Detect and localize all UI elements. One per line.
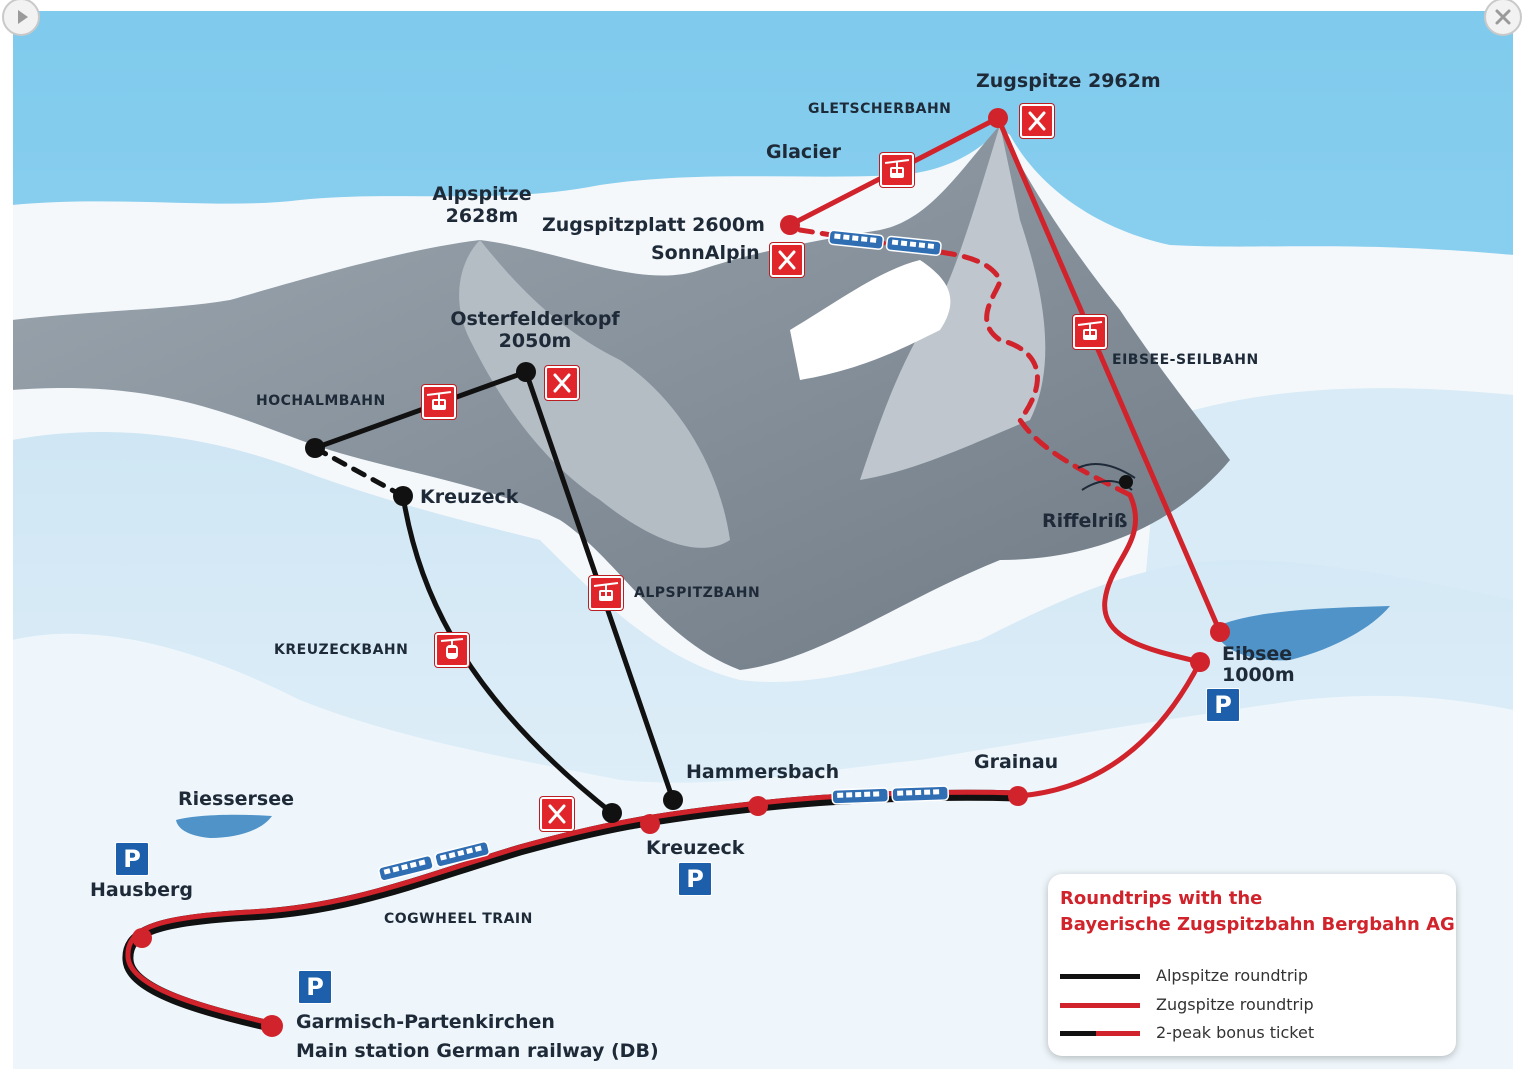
legend-swatch-split <box>1060 1031 1140 1036</box>
label-glacier: Glacier <box>766 141 841 163</box>
legend-title-line1: Roundtrips with the <box>1060 888 1263 909</box>
parking-icon[interactable]: P <box>298 970 332 1004</box>
tunnel-portal-icon <box>1077 463 1136 491</box>
cable-car-icon[interactable] <box>589 576 623 610</box>
station-eibsee-upper[interactable] <box>1210 622 1230 642</box>
label-garmisch-line2: Main station German railway (DB) <box>296 1040 659 1062</box>
eibsee-lake <box>1220 606 1390 661</box>
parking-icon[interactable]: P <box>1206 688 1240 722</box>
label-cogwheel-train: COGWHEEL TRAIN <box>384 911 533 927</box>
label-osterfelderkopf: Osterfelderkopf 2050m <box>450 310 620 351</box>
restaurant-icon[interactable] <box>545 366 579 400</box>
label-hausberg: Hausberg <box>90 879 194 901</box>
station-alpspitzbahn-valley[interactable] <box>663 790 683 810</box>
cogwheel-upper-rail <box>1102 492 1203 665</box>
play-button[interactable] <box>2 0 40 36</box>
label-gletscherbahn: GLETSCHERBAHN <box>808 101 952 117</box>
glacier-snow <box>790 260 951 380</box>
label-hochalmbahn: HOCHALMBAHN <box>256 393 386 409</box>
close-button[interactable] <box>1484 0 1522 36</box>
cable-car-icon[interactable] <box>422 385 456 419</box>
parking-icon[interactable]: P <box>678 862 712 896</box>
label-riessersee: Riessersee <box>178 788 294 810</box>
label-kreuzeck-station: Kreuzeck <box>646 837 745 859</box>
station-grainau[interactable] <box>1008 786 1028 806</box>
label-alpspitze-name: Alpspitze <box>432 183 532 205</box>
label-zugspitzplatt: Zugspitzplatt 2600m <box>542 214 765 236</box>
label-garmisch-line1: Garmisch-Partenkirchen <box>296 1011 555 1033</box>
label-sonnalpin: SonnAlpin <box>651 242 760 264</box>
map-frame <box>11 9 1515 1071</box>
label-zugspitze: Zugspitze 2962m <box>976 70 1161 92</box>
label-hammersbach: Hammersbach <box>686 761 840 783</box>
legend-swatch-red <box>1060 1003 1140 1008</box>
restaurant-icon[interactable] <box>1020 104 1054 138</box>
cogwheel-train-icon <box>378 841 490 882</box>
cogwheel-train-icon <box>831 785 950 805</box>
station-hausberg[interactable] <box>132 928 152 948</box>
legend-label: 2-peak bonus ticket <box>1156 1023 1315 1042</box>
hochalm-footpath <box>312 445 406 499</box>
station-zugspitzplatt[interactable] <box>780 215 800 235</box>
parking-icon[interactable]: P <box>115 842 149 876</box>
label-eibsee-name: Eibsee <box>1222 643 1293 665</box>
rock-face <box>860 125 1046 480</box>
label-eibsee-altitude: 1000m <box>1222 664 1295 686</box>
legend-title-line2: Bayerische Zugspitzbahn Bergbahn AG <box>1060 914 1455 935</box>
tunnel-dashed-route <box>797 227 1133 498</box>
riessersee-lake <box>176 814 272 838</box>
grainau-eibsee-rail <box>1015 659 1203 799</box>
close-icon <box>1495 9 1511 25</box>
restaurant-icon[interactable] <box>770 243 804 277</box>
label-grainau: Grainau <box>974 751 1059 773</box>
label-kreuzeckbahn: KREUZECKBAHN <box>274 642 409 658</box>
cable-car-icon[interactable] <box>1073 315 1107 349</box>
station-garmisch[interactable] <box>261 1015 283 1037</box>
station-kreuzeck-top[interactable] <box>393 486 413 506</box>
label-alpspitze-altitude: 2628m <box>445 205 519 227</box>
label-garmisch: Garmisch-Partenkirchen Main station Germ… <box>296 1013 659 1061</box>
legend-title: Roundtrips with the Bayerische Zugspitzb… <box>1060 886 1455 938</box>
label-eibsee-seilbahn: EIBSEE-SEILBAHN <box>1112 352 1259 368</box>
station-kreuzeckbahn-valley[interactable] <box>602 803 622 823</box>
restaurant-icon[interactable] <box>540 797 574 831</box>
station-dots <box>132 108 1230 1037</box>
cable-car-icon[interactable] <box>880 153 914 187</box>
play-icon <box>18 10 28 24</box>
rock-face <box>459 240 730 548</box>
station-eibsee[interactable] <box>1190 652 1210 672</box>
station-kreuzeck[interactable] <box>640 814 660 834</box>
label-osterfelderkopf-altitude: 2050m <box>498 330 572 352</box>
legend-label: Zugspitze roundtrip <box>1156 995 1314 1014</box>
eibsee-seilbahn-line <box>995 115 1223 635</box>
cogwheel-train-icon <box>828 229 942 256</box>
station-hochalm[interactable] <box>305 438 325 458</box>
station-osterfelderkopf[interactable] <box>516 362 536 382</box>
station-zugspitze[interactable] <box>988 108 1008 128</box>
label-alpspitzbahn: ALPSPITZBAHN <box>634 585 761 601</box>
label-riffelriss: Riffelriß <box>1042 510 1128 532</box>
legend: Roundtrips with the Bayerische Zugspitzb… <box>1048 874 1456 1056</box>
label-kreuzeck-top: Kreuzeck <box>420 486 519 508</box>
label-osterfelderkopf-name: Osterfelderkopf <box>450 308 620 330</box>
hochalmbahn-line <box>312 369 529 451</box>
legend-swatch-black <box>1060 974 1140 979</box>
valley-railway-red <box>125 789 1021 1026</box>
gondola-icon[interactable] <box>435 633 469 667</box>
label-alpspitze: Alpspitze 2628m <box>432 185 532 226</box>
legend-label: Alpspitze roundtrip <box>1156 966 1308 985</box>
label-eibsee: Eibsee 1000m <box>1222 645 1295 685</box>
station-hammersbach[interactable] <box>748 796 768 816</box>
